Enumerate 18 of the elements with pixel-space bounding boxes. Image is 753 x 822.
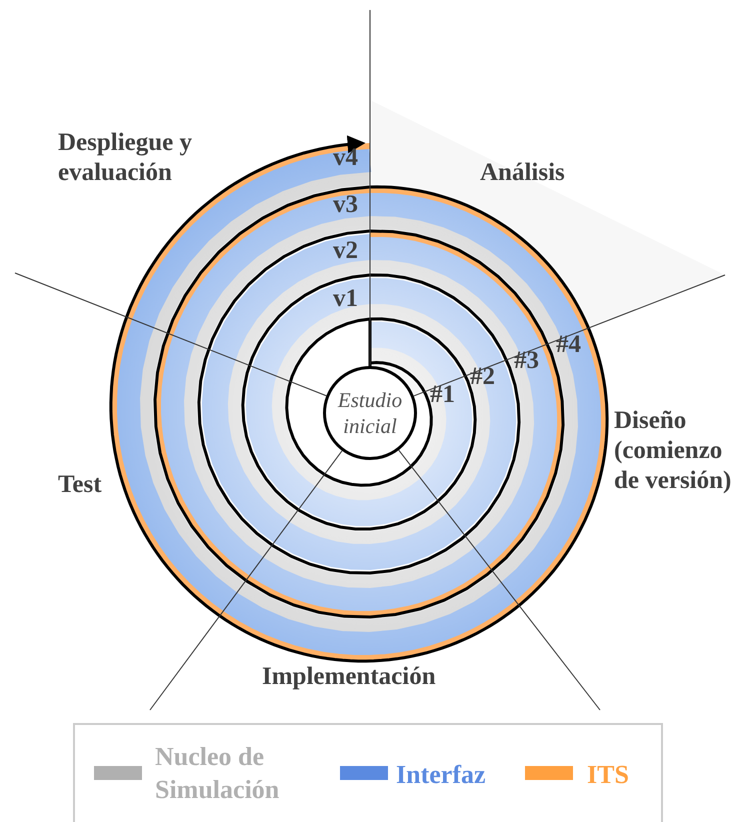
version-label: v4: [333, 143, 358, 173]
legend-label: Interfaz: [396, 759, 487, 791]
phase-label: Test: [58, 470, 102, 500]
iteration-label: #3: [514, 346, 539, 376]
version-label: v1: [333, 284, 358, 314]
phase-label: Diseño (comienzo de versión): [614, 406, 732, 496]
version-label: v2: [333, 236, 358, 266]
legend-label: Nucleo de Simulación: [155, 741, 280, 806]
iteration-label: #1: [430, 380, 455, 410]
phase-label: Análisis: [480, 158, 565, 188]
start-circle: [323, 366, 417, 460]
phase-label: Despliegue y evaluación: [58, 128, 194, 188]
legend-label: ITS: [587, 759, 630, 791]
phase-label: Implementación: [262, 662, 436, 692]
version-label: v3: [333, 190, 358, 220]
iteration-label: #2: [470, 362, 495, 392]
iteration-label: #4: [556, 330, 581, 360]
start-label: Estudio inicial: [336, 387, 404, 439]
